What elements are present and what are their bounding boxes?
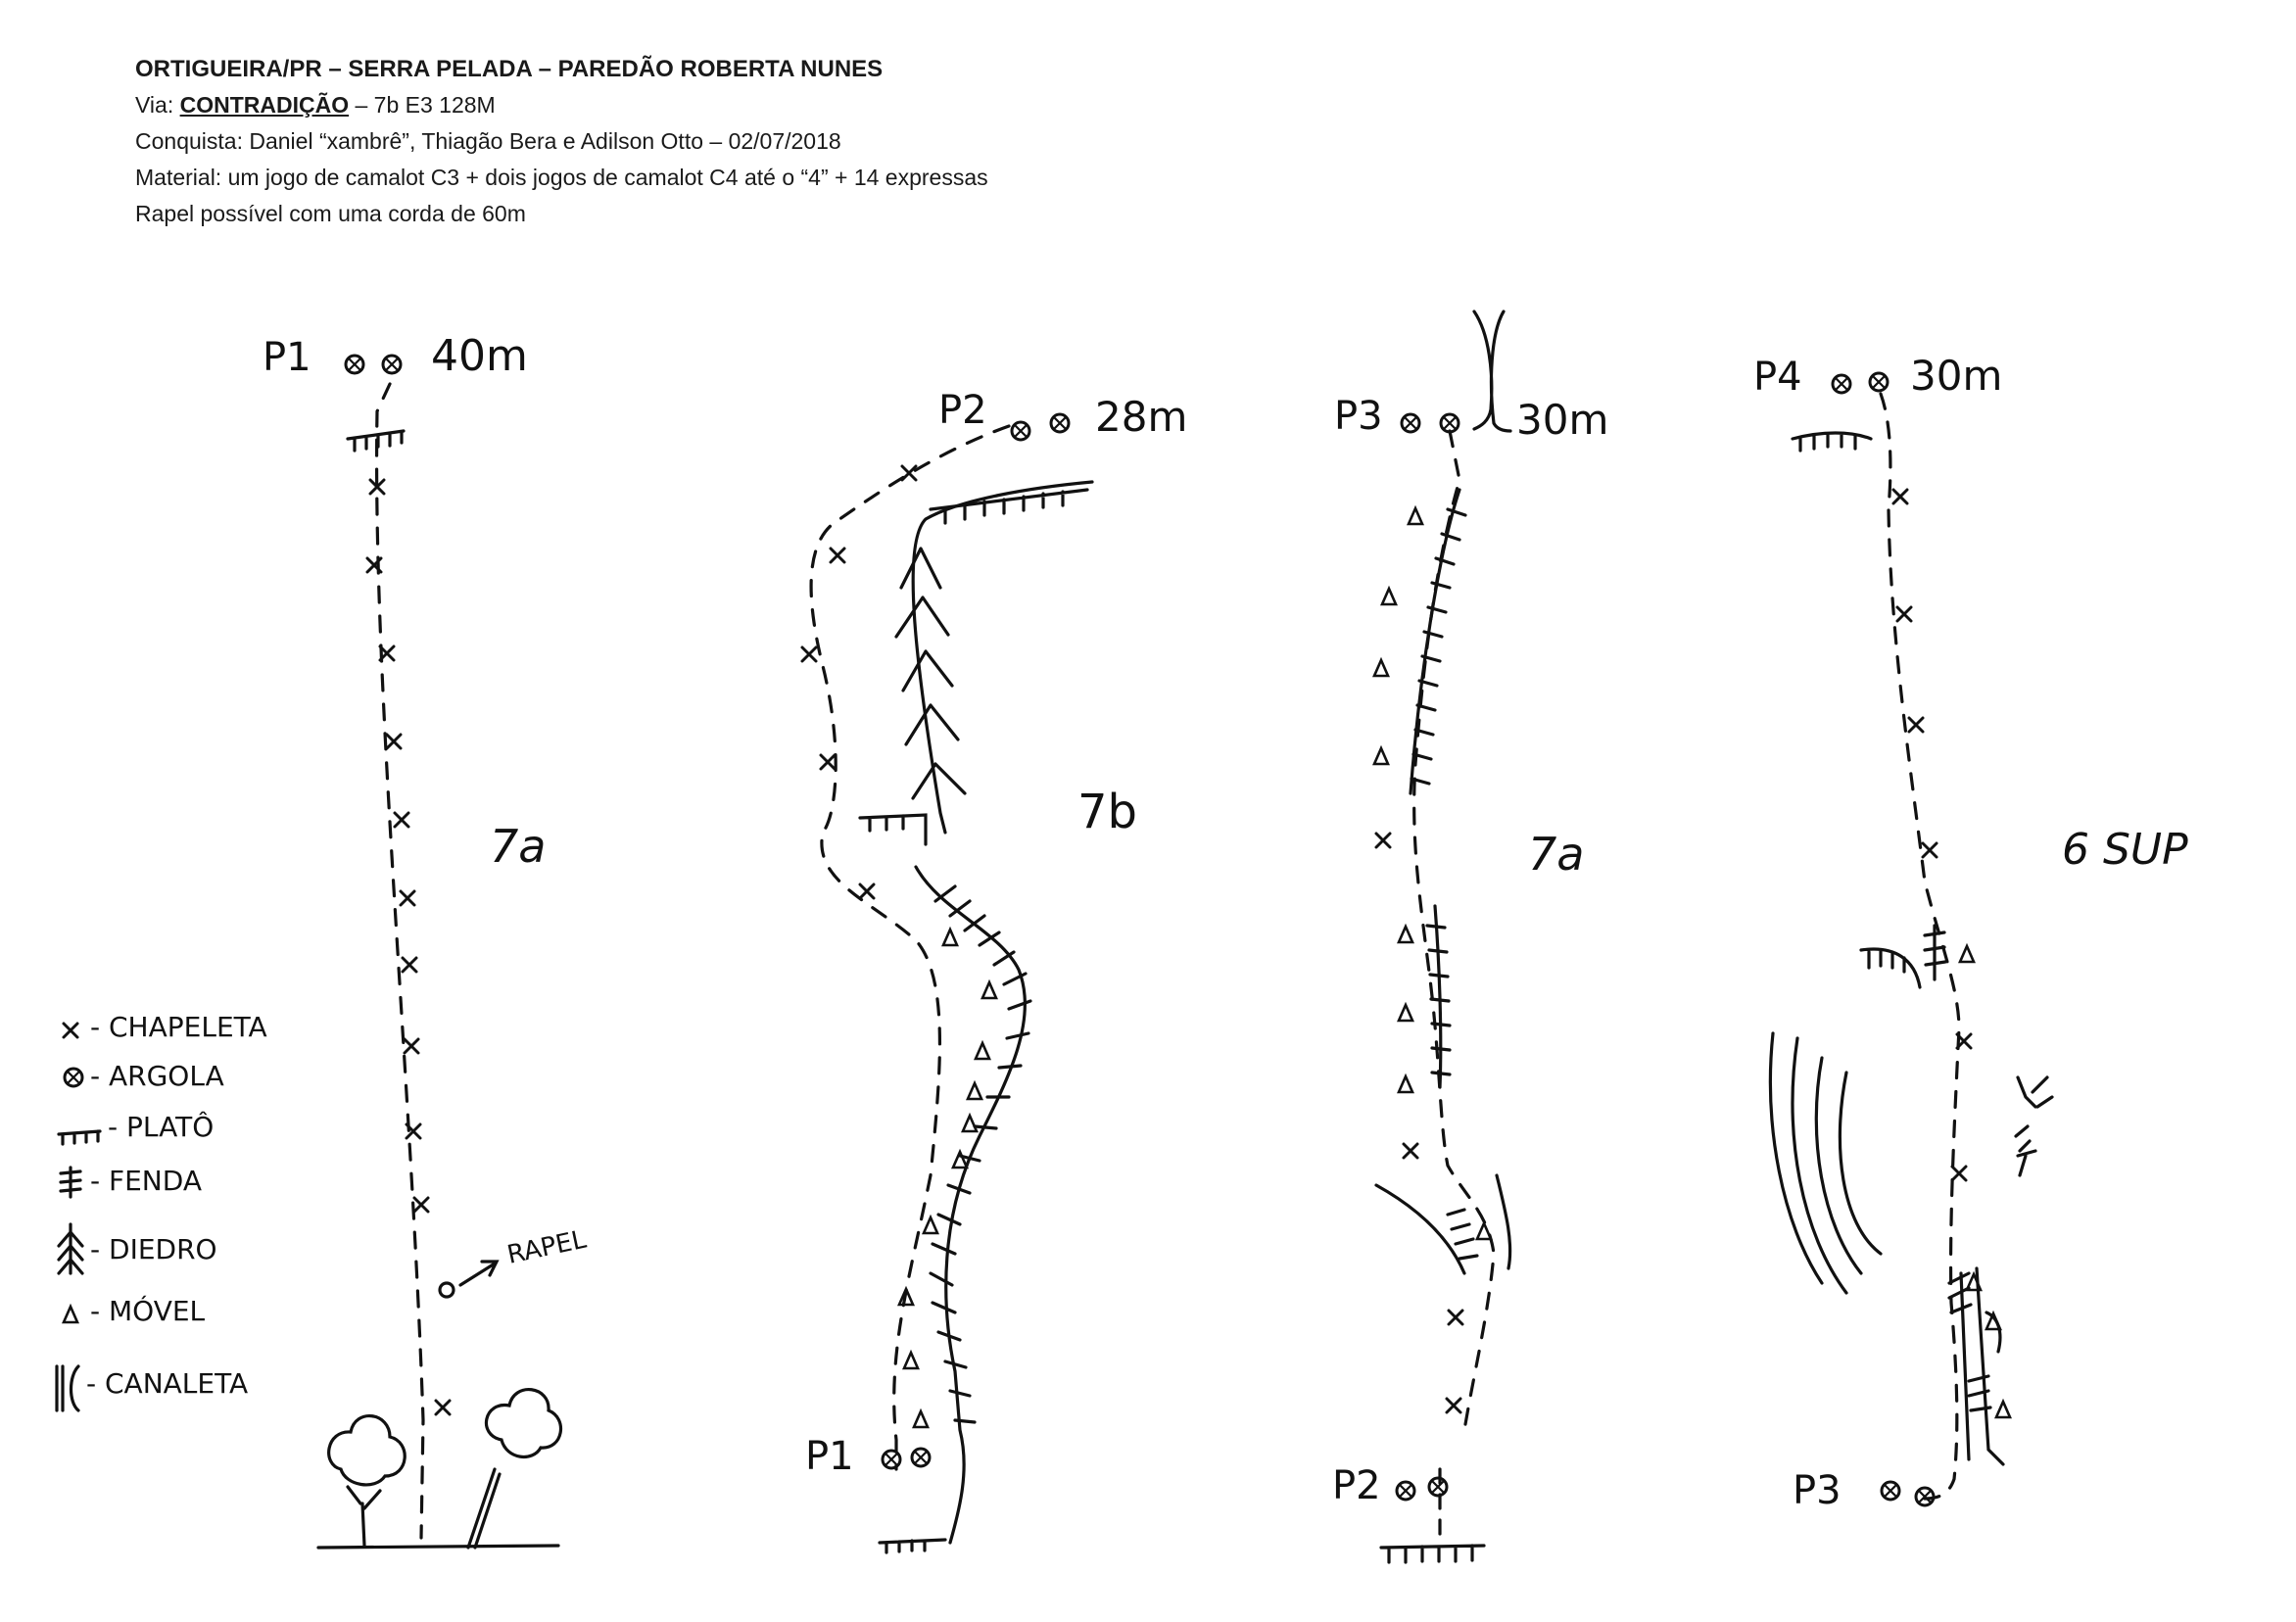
pitch-4-moveis (1958, 944, 2012, 1419)
pitch-2-top-belay (1010, 412, 1071, 442)
legend-diedro-icon (57, 1222, 84, 1275)
pitch-1-grade: 7a (490, 820, 546, 873)
via-label: Via: (135, 92, 174, 118)
via-grade: – 7b E3 128M (355, 92, 496, 118)
pitch-2-moveis (897, 928, 998, 1429)
pitch-3-length: 30m (1516, 396, 1608, 444)
pitch-2-length: 28m (1095, 393, 1187, 441)
legend-plato-icon (57, 1129, 102, 1146)
pitch-2-upper-edge (911, 480, 1094, 835)
pitch-4-top-belay (1831, 371, 1889, 395)
pitch-3-top-belay (1400, 412, 1460, 434)
pitch-4-bottom-belay (1880, 1480, 1936, 1507)
pitch-4-slab-lines (1768, 1031, 1883, 1295)
pitch-3-small-fenda (1446, 1208, 1479, 1261)
pitch-2-bottom-plato (878, 1538, 947, 1554)
legend-movel-label: - MÓVEL (90, 1294, 206, 1327)
pitch-2-upper-plato (929, 488, 1089, 525)
pitch-2-grade: 7b (1077, 785, 1137, 839)
pitch-3-grade: 7a (1528, 828, 1584, 881)
tree-left (327, 1414, 407, 1548)
pitch-3: P3 30m 7a P2 (1332, 310, 1608, 1564)
pitch-4-route (1879, 392, 1961, 1501)
pitch-2-bottom-belay (881, 1447, 932, 1470)
pitch-4: P4 30m 6 SUP P3 (1753, 352, 2188, 1513)
rapel-line: Rapel possível com uma corda de 60m (135, 201, 526, 226)
pitch-3-lower-fenda-ticks (1425, 924, 1452, 1076)
pitch-1-top-label: P1 (263, 335, 311, 380)
pitch-4-lower-fenda (1947, 1271, 1992, 1412)
legend-canaleta-icon (55, 1364, 80, 1412)
pitch-1-top-belay (344, 354, 403, 375)
pitch-2-diedro (894, 547, 967, 800)
pitch-4-top-label: P4 (1753, 355, 1802, 400)
legend-canaleta-label: - CANALETA (86, 1367, 248, 1400)
pitch-4-diedro (1959, 1266, 2005, 1466)
pitch-4-plants (2014, 1075, 2054, 1177)
pitch-2: P2 28m 7b P1 (800, 388, 1187, 1554)
legend-movel-icon (62, 1305, 79, 1324)
pitch-1: P1 40m 7a RAPEL (263, 331, 590, 1550)
rapel-label: RAPEL (504, 1224, 589, 1269)
legend-fenda-icon (59, 1166, 82, 1199)
pitch-4-top-plato (1791, 431, 1873, 453)
legend: - CHAPELETA - ARGOLA - PLATÔ - FENDA - D… (55, 1011, 267, 1412)
pitch-2-mid-plato (858, 813, 928, 846)
topo-header: ORTIGUEIRA/PR – SERRA PELADA – PAREDÃO R… (135, 51, 1409, 232)
pitch-3-upper-fenda-line (1409, 488, 1461, 795)
legend-chapeleta-label: - CHAPELETA (90, 1011, 267, 1043)
rapel-ring (438, 1281, 455, 1299)
pitch-2-lower-line (914, 865, 1028, 1545)
pitch-4-bottom-label: P3 (1793, 1468, 1842, 1513)
legend-diedro-label: - DIEDRO (90, 1233, 217, 1265)
pitch-2-route (809, 424, 1011, 1471)
pitch-3-canaleta (1472, 310, 1512, 433)
pitch-3-bottom-label: P2 (1332, 1463, 1381, 1508)
legend-chapeleta-symbol (62, 1022, 79, 1039)
pitch-4-length: 30m (1910, 352, 2002, 400)
pitch-2-bottom-label: P1 (805, 1434, 854, 1479)
pitch-3-chapeletas (1374, 832, 1464, 1414)
rapel-arrow (458, 1260, 500, 1287)
pitch-3-top-label: P3 (1334, 394, 1383, 439)
pitch-4-mid-plato (1859, 947, 1922, 989)
pitch-4-grade: 6 SUP (2062, 825, 2188, 875)
pitch-3-bottom-plato (1379, 1544, 1486, 1564)
pitch-4-mid-fenda (1923, 924, 1947, 981)
legend-plato-label: - PLATÔ (108, 1110, 214, 1143)
legend-fenda-label: - FENDA (90, 1165, 202, 1197)
pitch-1-length: 40m (431, 331, 528, 381)
topo-title: ORTIGUEIRA/PR – SERRA PELADA – PAREDÃO R… (135, 56, 884, 82)
material-line: Material: um jogo de camalot C3 + dois j… (135, 165, 988, 190)
pitch-3-route (1412, 429, 1496, 1432)
tree-right (466, 1388, 563, 1550)
legend-argola-icon (63, 1067, 84, 1088)
pitch-3-lower-fenda-line (1433, 904, 1443, 1089)
pitch-1-plato (346, 429, 406, 453)
pitch-2-fenda (929, 884, 1032, 1424)
via-line: Via: CONTRADIÇÃO – 7b E3 128M (135, 87, 1409, 123)
pitch-3-upper-fenda-ticks (1410, 507, 1467, 786)
pitch-2-top-label: P2 (938, 388, 987, 433)
legend-argola-label: - ARGOLA (90, 1060, 224, 1092)
pitch-4-chapeletas (1891, 488, 1973, 1182)
pitch-1-route (374, 382, 425, 1540)
pitch-3-diedro-edge (1374, 1173, 1512, 1275)
ground (316, 1544, 560, 1550)
conquista-line: Conquista: Daniel “xambrê”, Thiagão Bera… (135, 128, 841, 154)
via-name: CONTRADIÇÃO (179, 92, 350, 118)
pitch-2-chapeletas (800, 464, 918, 900)
